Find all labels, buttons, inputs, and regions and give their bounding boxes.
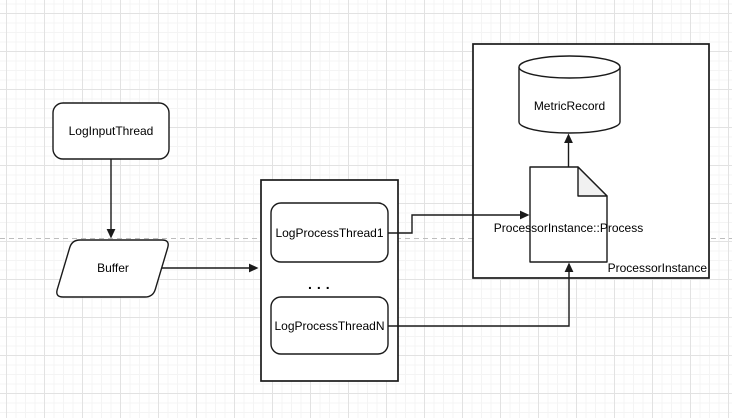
metric-record-label: MetricRecord	[534, 99, 605, 113]
buffer-parallelogram	[56, 239, 169, 298]
node-buffer[interactable]: Buffer	[56, 239, 169, 298]
arrowhead-down-icon	[106, 229, 116, 239]
edge-thread1-to-process-line	[388, 214, 520, 234]
folded-corner-icon	[577, 166, 608, 197]
edge-process-to-metric[interactable]	[564, 133, 573, 168]
edge-input-to-buffer[interactable]	[106, 159, 116, 239]
edge-buffer-to-pool[interactable]	[162, 263, 259, 273]
node-log-process-thread-n[interactable]: LogProcessThreadN	[270, 296, 389, 355]
edge-threadn-to-process-line	[388, 272, 570, 327]
edge-thread1-to-process[interactable]	[388, 210, 530, 234]
arrowhead-right-icon	[520, 210, 530, 220]
processor-instance-label: ProcessorInstance	[608, 261, 708, 275]
node-log-process-thread-1[interactable]: LogProcessThread1	[270, 202, 389, 263]
node-log-input-thread[interactable]: LogInputThread	[52, 102, 170, 160]
log-process-thread-n-label: LogProcessThreadN	[274, 319, 384, 333]
node-process-document[interactable]: ProcessorInstance::Process	[494, 166, 643, 263]
process-document-label: ProcessorInstance::Process	[494, 221, 643, 235]
arrowhead-right-icon	[249, 263, 259, 273]
arrowhead-up-icon	[564, 262, 574, 272]
arrowhead-up-icon	[564, 133, 573, 143]
buffer-label: Buffer	[97, 261, 129, 275]
metric-record-cylinder-top	[518, 55, 621, 79]
thread-pool-ellipsis: ...	[308, 276, 335, 292]
node-metric-record[interactable]: MetricRecord	[518, 55, 621, 134]
log-process-thread-1-label: LogProcessThread1	[275, 226, 383, 240]
metric-record-cylinder-body	[518, 67, 621, 134]
edge-threadn-to-process[interactable]	[388, 262, 574, 327]
log-input-thread-label: LogInputThread	[69, 124, 154, 138]
